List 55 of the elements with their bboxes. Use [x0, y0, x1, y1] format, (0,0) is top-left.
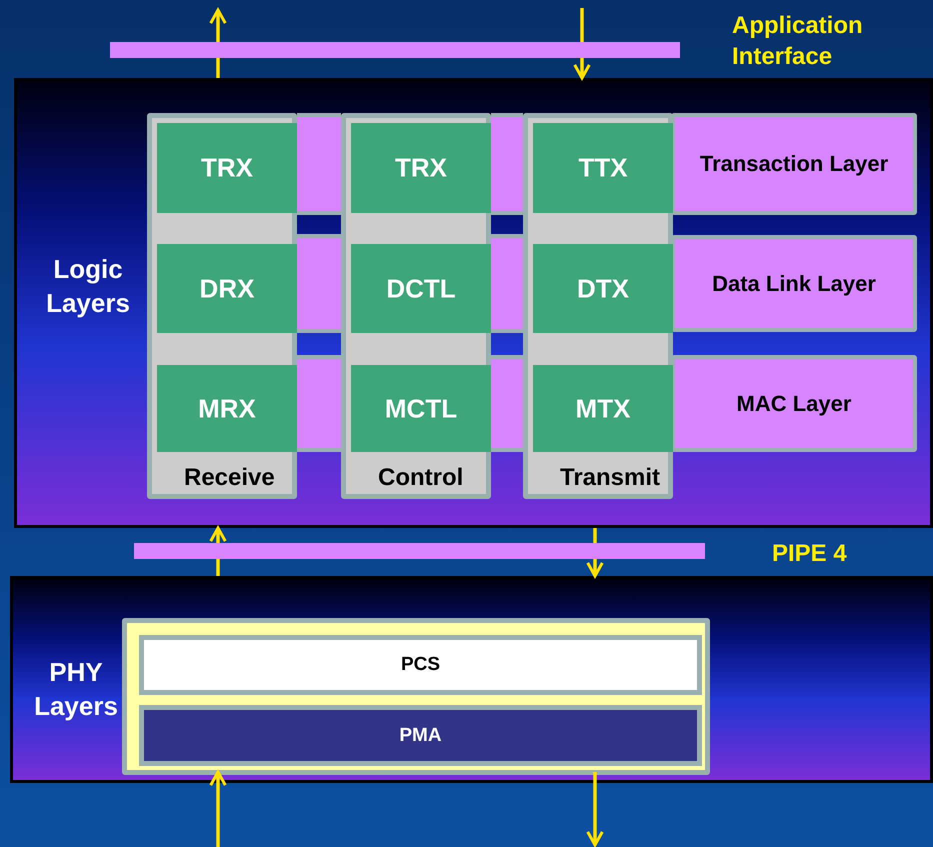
interface-bar — [110, 42, 680, 58]
column-label: Control — [378, 464, 464, 492]
layer-label: MAC Layer — [736, 390, 852, 416]
layer-label: Transaction Layer — [698, 151, 890, 177]
layer-band-segment — [297, 113, 341, 215]
layer-band-segment — [491, 355, 523, 452]
arrow — [586, 772, 604, 846]
block-label: MRX — [197, 393, 257, 424]
panel-title: PHY Layers — [33, 656, 119, 723]
interface-label: PIPE 4 — [772, 539, 848, 569]
layer-band-segment — [491, 113, 523, 215]
column-label: Transmit — [560, 464, 660, 492]
arrow — [573, 58, 591, 80]
block-box — [533, 123, 673, 213]
block-box — [157, 123, 297, 213]
layer-band — [671, 235, 917, 332]
sublayer-box — [139, 705, 702, 766]
interface-bar — [134, 543, 705, 559]
arrow — [209, 526, 227, 543]
block-label: DCTL — [385, 273, 457, 304]
phy-layers-panel — [10, 576, 933, 783]
interface-label: Application Interface — [732, 11, 864, 72]
block-label: PMA — [398, 724, 443, 746]
block-box — [533, 244, 673, 333]
layer-band-segment — [297, 355, 341, 452]
arrow — [209, 770, 227, 847]
logic-layers-panel — [14, 78, 933, 528]
layer-band-segment — [491, 234, 523, 333]
block-box — [351, 365, 491, 452]
transmit-column — [523, 113, 673, 499]
layer-label: Data Link Layer — [711, 270, 877, 296]
block-label: TRX — [394, 152, 448, 184]
control-column — [341, 113, 491, 499]
block-box — [157, 365, 297, 452]
block-box — [351, 123, 491, 213]
panel-title: Logic Layers — [45, 253, 131, 320]
receive-column — [147, 113, 297, 499]
block-label: PCS — [400, 654, 442, 676]
column-label: Receive — [184, 464, 275, 492]
sublayer-box — [139, 635, 702, 695]
block-label: MTX — [574, 393, 632, 424]
block-label: DTX — [576, 273, 630, 304]
sublayer-frame — [122, 618, 710, 775]
block-label: MCTL — [384, 393, 458, 424]
block-label: DRX — [198, 273, 256, 304]
arrow — [586, 559, 604, 578]
arrow — [209, 8, 227, 42]
block-box — [157, 244, 297, 333]
block-box — [533, 365, 673, 452]
block-label: TRX — [200, 152, 254, 184]
block-label: TTX — [577, 152, 629, 184]
layer-band — [671, 355, 917, 452]
layer-band-segment — [297, 234, 341, 333]
block-box — [351, 244, 491, 333]
layer-band — [671, 113, 917, 215]
